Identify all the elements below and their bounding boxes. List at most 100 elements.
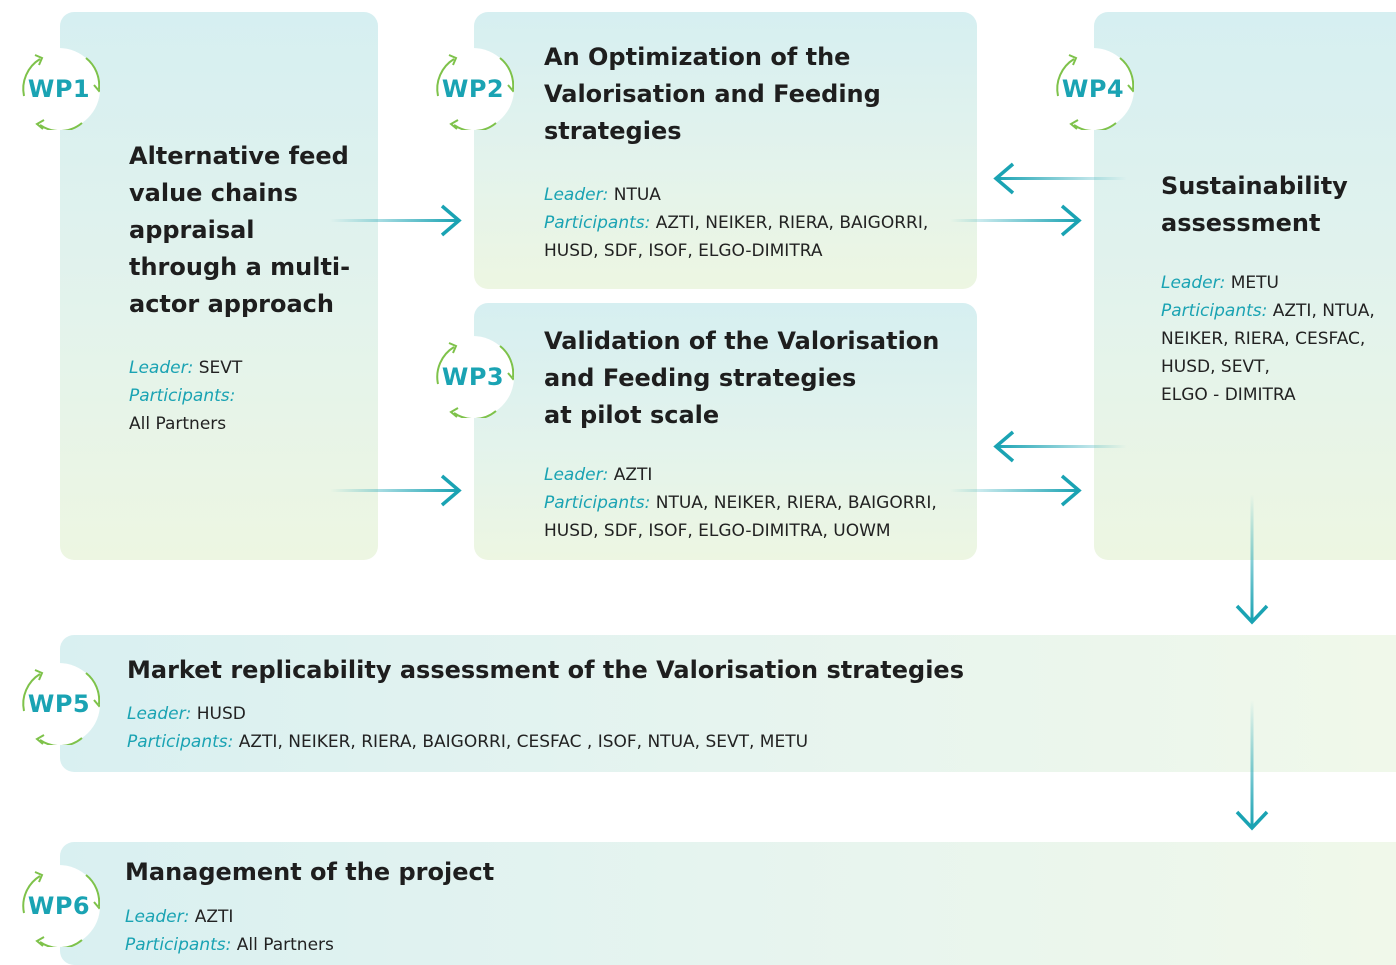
wp2-title-line: An Optimization of the	[544, 43, 851, 71]
wp1-title-line: appraisal	[129, 216, 255, 244]
wp6-leader: AZTI	[194, 907, 234, 927]
wp2-info: Leader: NTUA Participants: AZTI, NEIKER,…	[544, 181, 928, 265]
wp5-participants-row: Participants: AZTI, NEIKER, RIERA, BAIGO…	[127, 728, 808, 756]
cycle-arrows-icon	[22, 54, 100, 130]
wp1-leader-row: Leader: SEVT	[129, 354, 242, 382]
wp1-participants: All Partners	[129, 414, 227, 434]
wp5-box	[60, 635, 1396, 772]
wp4-title-line: Sustainability	[1161, 172, 1348, 200]
wp3-badge: WP3	[432, 336, 514, 418]
wp6-participants-row: Participants: All Partners	[125, 931, 334, 959]
leader-label: Leader:	[544, 465, 609, 485]
wp3-participants-row: Participants: NTUA, NEIKER, RIERA, BAIGO…	[544, 489, 937, 517]
wp3-title-line: and Feeding strategies	[544, 364, 857, 392]
wp4-badge: WP4	[1052, 48, 1134, 130]
wp4-title: Sustainability assessment	[1161, 168, 1391, 242]
participants-label: Participants:	[544, 493, 651, 513]
wp6-title: Management of the project	[125, 854, 494, 891]
wp4-box	[1094, 12, 1396, 560]
leader-label: Leader:	[1161, 273, 1226, 293]
wp6-info: Leader: AZTI Participants: All Partners	[125, 903, 334, 959]
wp1-title-line: actor approach	[129, 290, 334, 318]
wp1-title-line: value chains	[129, 179, 298, 207]
participants-label: Participants:	[129, 386, 236, 406]
wp5-participants: AZTI, NEIKER, RIERA, BAIGORRI, CESFAC , …	[238, 732, 809, 752]
wp4-participants: AZTI, NTUA,	[1272, 301, 1375, 321]
wp5-leader: HUSD	[196, 704, 246, 724]
participants-label: Participants:	[544, 213, 651, 233]
wp1-box	[60, 12, 378, 560]
wp6-badge: WP6	[18, 865, 100, 947]
wp3-box	[474, 303, 977, 560]
participants-label: Participants:	[125, 935, 232, 955]
wp1-leader: SEVT	[198, 358, 243, 378]
wp3-label: WP3	[441, 363, 505, 391]
wp6-label: WP6	[27, 892, 91, 920]
wp5-badge: WP5	[18, 663, 100, 745]
wp3-participants: HUSD, SDF, ISOF, ELGO-DIMITRA, UOWM	[544, 521, 891, 541]
wp2-participants: HUSD, SDF, ISOF, ELGO-DIMITRA	[544, 241, 823, 261]
wp6-title-line: Management of the project	[125, 858, 495, 886]
wp4-participants-row: NEIKER, RIERA, CESFAC,	[1161, 325, 1375, 353]
wp2-leader-row: Leader: NTUA	[544, 181, 928, 209]
arrow-wp3-to-wp4	[950, 474, 1082, 507]
wp6-leader-row: Leader: AZTI	[125, 903, 334, 931]
wp6-box	[60, 842, 1396, 965]
wp2-title: An Optimization of the Valorisation and …	[544, 39, 964, 150]
participants-label: Participants:	[127, 732, 234, 752]
wp1-title: Alternative feed value chains appraisal …	[129, 138, 369, 323]
arrow-wp4-to-wp5	[1235, 494, 1269, 625]
wp3-participants-row: HUSD, SDF, ISOF, ELGO-DIMITRA, UOWM	[544, 517, 937, 545]
cycle-arrows-icon	[436, 54, 514, 130]
wp3-title: Validation of the Valorisation and Feedi…	[544, 323, 964, 434]
arrow-wp1-to-wp2	[330, 204, 462, 237]
wp1-label: WP1	[27, 75, 91, 103]
cycle-arrows-icon	[22, 669, 100, 745]
wp2-participants: AZTI, NEIKER, RIERA, BAIGORRI,	[655, 213, 929, 233]
wp4-leader: METU	[1230, 273, 1279, 293]
arrow-wp1-to-wp3	[330, 474, 462, 507]
wp3-title-line: Validation of the Valorisation	[544, 327, 940, 355]
leader-label: Leader:	[125, 907, 190, 927]
wp1-participants-row: Participants:	[129, 382, 242, 410]
wp1-badge: WP1	[18, 48, 100, 130]
wp5-title: Market replicability assessment of the V…	[127, 652, 964, 689]
wp2-label: WP2	[441, 75, 505, 103]
wp1-title-line: Alternative feed	[129, 142, 349, 170]
cycle-arrows-icon	[22, 871, 100, 947]
wp3-info: Leader: AZTI Participants: NTUA, NEIKER,…	[544, 461, 937, 545]
wp1-participants-row: All Partners	[129, 410, 242, 438]
cycle-arrows-icon	[436, 342, 514, 418]
arrow-wp2-to-wp4	[950, 204, 1082, 237]
wp4-info: Leader: METU Participants: AZTI, NTUA, N…	[1161, 269, 1375, 409]
wp5-leader-row: Leader: HUSD	[127, 700, 808, 728]
wp4-participants: NEIKER, RIERA, CESFAC,	[1161, 329, 1366, 349]
wp4-leader-row: Leader: METU	[1161, 269, 1375, 297]
leader-label: Leader:	[127, 704, 192, 724]
wp2-box	[474, 12, 977, 289]
wp1-title-line: through a multi-	[129, 253, 351, 281]
wp3-leader-row: Leader: AZTI	[544, 461, 937, 489]
wp5-title-line: Market replicability assessment of the V…	[127, 656, 964, 684]
participants-label: Participants:	[1161, 301, 1268, 321]
wp5-info: Leader: HUSD Participants: AZTI, NEIKER,…	[127, 700, 808, 756]
wp2-participants-row: Participants: AZTI, NEIKER, RIERA, BAIGO…	[544, 209, 928, 237]
wp4-participants: HUSD, SEVT,	[1161, 357, 1270, 377]
wp4-title-line: assessment	[1161, 209, 1321, 237]
wp3-title-line: at pilot scale	[544, 401, 720, 429]
leader-label: Leader:	[129, 358, 194, 378]
wp5-label: WP5	[27, 690, 91, 718]
wp4-participants-row: Participants: AZTI, NTUA,	[1161, 297, 1375, 325]
cycle-arrows-icon	[1056, 54, 1134, 130]
wp2-title-line: strategies	[544, 117, 682, 145]
wp4-label: WP4	[1061, 75, 1125, 103]
wp4-participants-row: HUSD, SEVT,	[1161, 353, 1375, 381]
wp2-title-line: Valorisation and Feeding	[544, 80, 881, 108]
wp2-leader: NTUA	[613, 185, 661, 205]
arrow-wp4-to-wp2	[993, 162, 1127, 195]
wp6-participants: All Partners	[236, 935, 334, 955]
wp3-participants: NTUA, NEIKER, RIERA, BAIGORRI,	[655, 493, 937, 513]
wp4-participants-row: ELGO - DIMITRA	[1161, 381, 1375, 409]
wp2-badge: WP2	[432, 48, 514, 130]
